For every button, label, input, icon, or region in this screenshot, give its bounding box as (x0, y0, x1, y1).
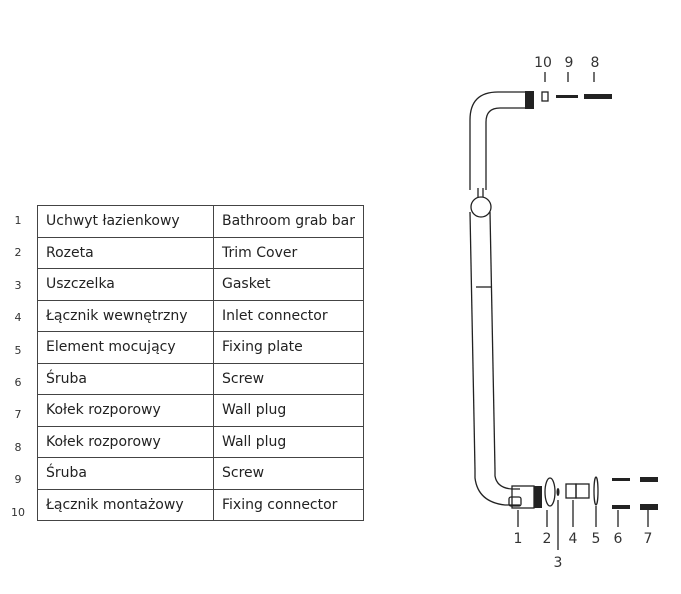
grab-bar-bottom-bend (474, 470, 520, 506)
grab-bar-slider (470, 196, 492, 218)
part-name-pl: Uszczelka (37, 268, 214, 301)
thread-bottom (534, 486, 542, 508)
screw-9 (556, 95, 578, 98)
grab-bar-shaft-right (489, 211, 496, 471)
callout-label: 1 (514, 531, 523, 547)
part-name-en: Screw (213, 457, 364, 490)
grab-bar-shaft-left (469, 211, 476, 471)
callout-label: 5 (592, 531, 601, 547)
part-name-pl: Kołek rozporowy (37, 425, 214, 458)
callout-label: 4 (569, 531, 578, 547)
row-number: 9 (14, 473, 22, 487)
grab-bar-top-bend-inner (485, 107, 525, 190)
part-name-pl: Łącznik montażowy (37, 488, 214, 521)
callout-label: 2 (543, 531, 552, 547)
row-number: 8 (14, 440, 22, 454)
row-number: 6 (14, 376, 22, 389)
part-name-en: Trim Cover (213, 236, 364, 269)
wall-plug-7b (640, 504, 658, 510)
callout-label: 10 (534, 55, 552, 71)
row-number: 4 (14, 311, 22, 325)
callout-label: 9 (565, 55, 574, 71)
part-name-pl: Element mocujący (37, 331, 214, 364)
callout-label: 8 (591, 55, 600, 71)
row-number: 7 (14, 408, 22, 422)
part-name-en: Screw (213, 362, 364, 395)
part-name-en: Gasket (213, 268, 364, 301)
row-number: 10 (11, 505, 25, 519)
part-name-pl: Śruba (37, 457, 214, 490)
part-name-pl: Kołek rozporowy (37, 394, 214, 427)
screw-6b (612, 505, 630, 509)
wall-plug-7a (640, 477, 658, 482)
callout-label: 3 (554, 555, 563, 571)
screw-6a (612, 478, 630, 481)
row-number: 3 (14, 278, 22, 292)
callout-label: 7 (644, 531, 653, 547)
row-number: 1 (14, 214, 22, 227)
part-name-en: Bathroom grab bar (213, 205, 364, 238)
row-number: 5 (14, 343, 22, 357)
part-name-pl: Łącznik wewnętrzny (37, 299, 214, 332)
thread-top (525, 91, 534, 109)
wall-plug-8 (584, 94, 612, 99)
callout-label: 6 (614, 531, 623, 547)
row-number: 2 (14, 246, 22, 260)
part-name-en: Fixing connector (213, 488, 364, 521)
grab-bar-top-bend (469, 91, 525, 190)
